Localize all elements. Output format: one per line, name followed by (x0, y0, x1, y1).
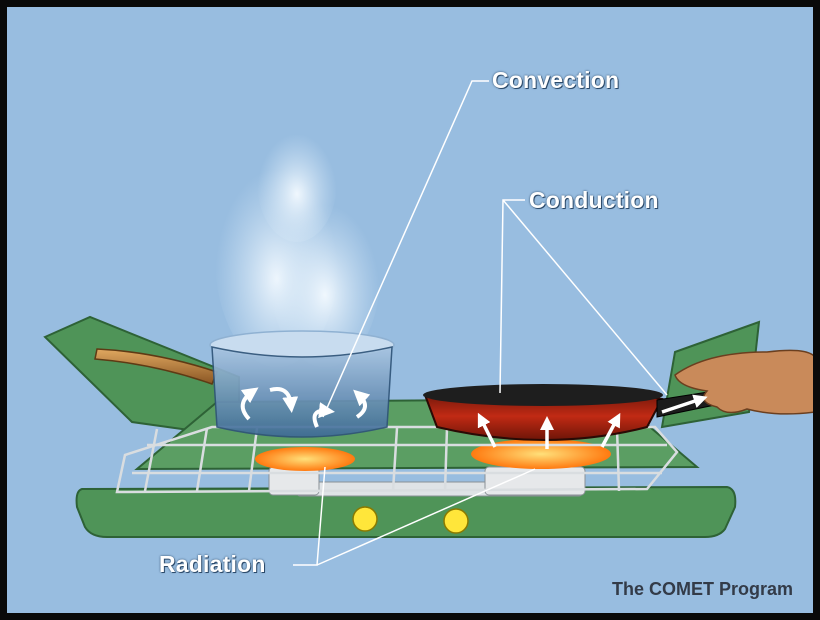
credit-text: The COMET Program (611, 579, 793, 599)
steam-cloud (215, 122, 380, 367)
label-radiation: Radiation (159, 551, 266, 577)
wire-grate (115, 425, 679, 494)
water-pot (94, 330, 395, 438)
convection-arrows (240, 387, 371, 428)
stove-illustration (43, 80, 813, 566)
stove-knobs (352, 506, 469, 534)
leader-lines (293, 80, 668, 566)
burner-flames (255, 439, 611, 471)
hand (674, 349, 813, 415)
conduction-arrows (477, 394, 708, 449)
label-convection: Convection (492, 67, 620, 93)
label-conduction: Conduction (529, 187, 659, 213)
